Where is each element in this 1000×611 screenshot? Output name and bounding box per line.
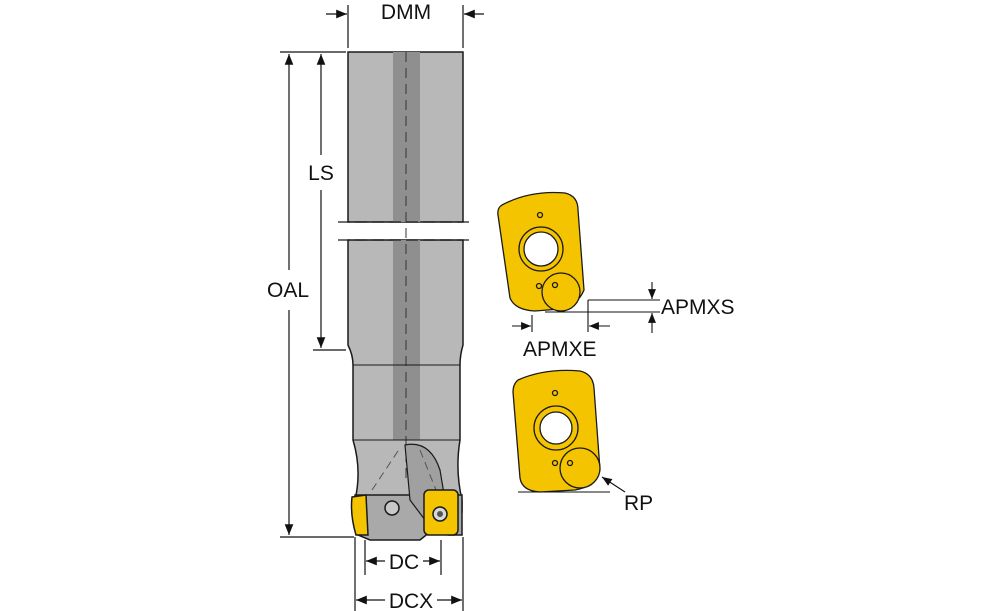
dimension-lines — [280, 5, 484, 611]
apmx-dimension-lines — [512, 282, 660, 333]
insert-detail-rp — [512, 369, 601, 493]
tool-body — [347, 51, 464, 541]
label-dmm: DMM — [381, 1, 431, 24]
label-dc: DC — [389, 551, 419, 574]
label-oal: OAL — [267, 279, 309, 302]
insert-detail-apmx — [497, 191, 585, 312]
rp-dimension-lines — [518, 476, 626, 493]
label-apmxs: APMXS — [661, 296, 735, 319]
label-rp: RP — [624, 492, 653, 515]
label-apmxe: APMXE — [523, 338, 597, 361]
screw-icon — [384, 500, 400, 516]
insert-left — [350, 494, 369, 536]
label-ls: LS — [308, 162, 334, 185]
break-marks — [338, 221, 474, 241]
label-dcx: DCX — [389, 590, 433, 611]
